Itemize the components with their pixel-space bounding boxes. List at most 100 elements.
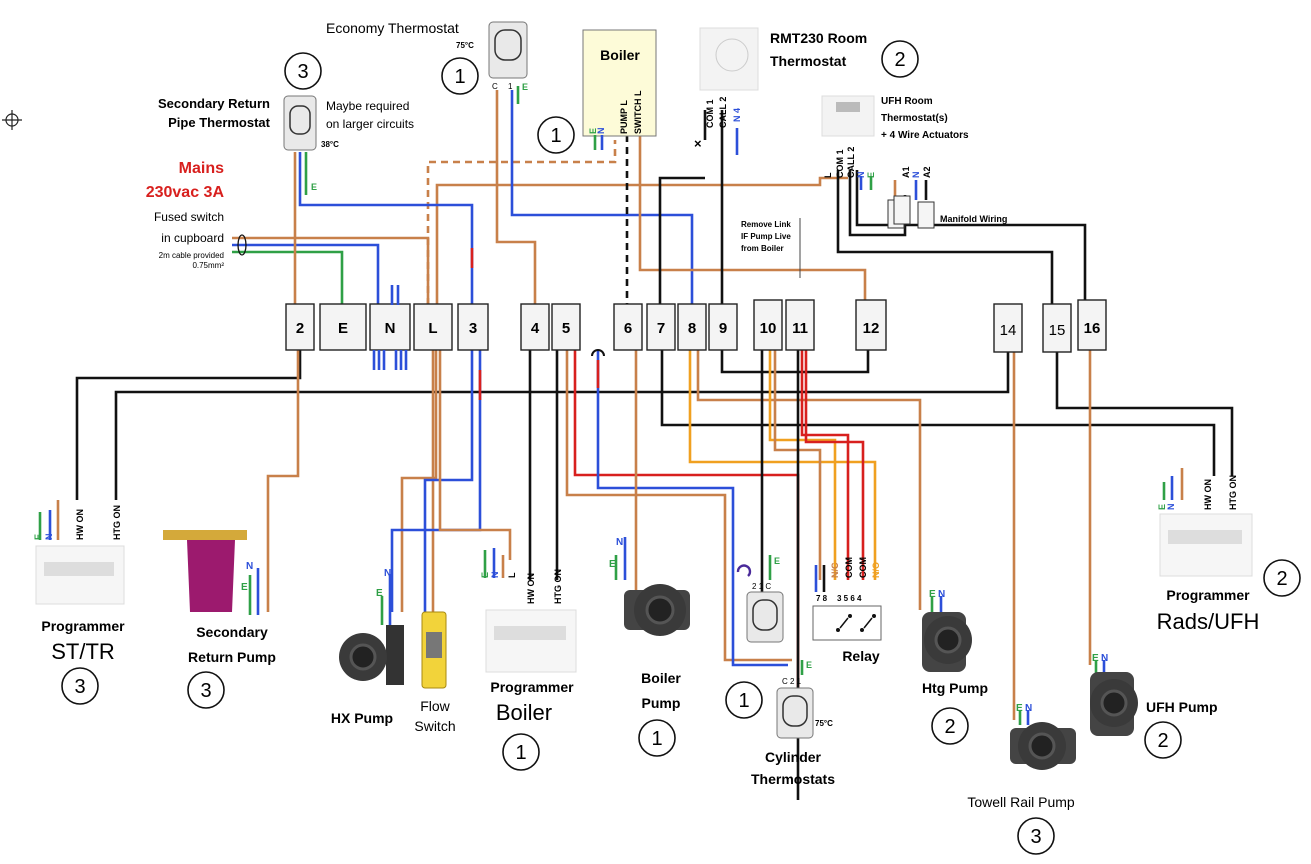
terminal-label: 4 (531, 320, 540, 337)
terminal-7 (646, 303, 676, 351)
programmer-st-tr: E N HW ON HTG ON Programmer ST/TR 3 (33, 500, 125, 705)
e-label: E (588, 128, 598, 134)
actuator (917, 201, 935, 229)
flow-switch-label-1: Flow (420, 698, 450, 714)
terminal-label: 12 (863, 320, 880, 337)
e-label: E (241, 582, 248, 593)
circuit-number-text: 2 (1157, 730, 1168, 752)
terminal-label: 2 (296, 320, 304, 337)
circuit-number-text: 3 (1030, 826, 1041, 848)
hw-on-label: HW ON (1203, 479, 1213, 510)
terminal-label: 15 (1049, 322, 1066, 339)
x-mark: × (694, 136, 702, 151)
temp-38: 38°C (321, 140, 339, 149)
ufh-label-1: UFH Room (881, 96, 933, 107)
earth-label: E (311, 182, 317, 192)
circuit-number-text: 3 (297, 61, 308, 83)
mains-supply: Mains 230vac 3A Fused switch in cupboard… (146, 160, 247, 270)
no-label: N/O (871, 562, 881, 578)
terminal-label: N (385, 320, 396, 337)
terminal-label: 7 (657, 320, 665, 337)
cable-sheath-icon (237, 234, 247, 256)
terminal-label: 6 (624, 320, 632, 337)
terminal-label: 5 (562, 320, 570, 337)
terminal-11 (785, 299, 815, 351)
circuit-number (1263, 559, 1301, 597)
programmer-sub-label: ST/TR (51, 639, 115, 664)
call2-label: CALL 2 (718, 97, 728, 128)
circuit-number-text: 1 (550, 125, 561, 147)
n-label: N (246, 561, 253, 572)
ufh-pump: E N UFH Pump 2 (1090, 653, 1218, 759)
cylinder-label-1: Cylinder (765, 749, 822, 765)
loop-link-icon (591, 349, 605, 357)
seventy8-label: 7 8 (816, 594, 828, 603)
circuit-number-text: 1 (515, 742, 526, 764)
c-terminal: C (492, 82, 498, 91)
programmer-boiler: E N L HW ON HTG ON Programmer Boiler 1 (480, 548, 577, 771)
thermostat-device (283, 95, 317, 151)
e-label: E (480, 572, 490, 578)
crosshair-icon (2, 110, 22, 130)
circuit-number (187, 671, 225, 709)
terminal-l (413, 303, 453, 351)
switch-l-label: SWITCH L (633, 90, 643, 134)
economy-thermostat-label: Economy Thermostat (326, 20, 459, 36)
terminal-12 (855, 299, 887, 351)
terminal-6 (613, 303, 643, 351)
ufh-thermostat-device (821, 95, 875, 137)
boiler: Boiler PUMP L SWITCH L N E 1 (537, 29, 657, 154)
secondary-pump-label-1: Secondary (196, 624, 268, 640)
circuit-number-text: 1 (738, 690, 749, 712)
com-label: COM (858, 557, 868, 578)
hx-pump: N E HX Pump (331, 568, 404, 726)
a2-label: A2 (922, 166, 932, 178)
flow-switch-label-2: Switch (414, 718, 455, 734)
circuit-number (881, 40, 919, 78)
fused-label-2: in cupboard (161, 231, 224, 245)
programmer-label: Programmer (41, 618, 125, 634)
secondary-return-label-2: Pipe Thermostat (168, 115, 271, 130)
thermostat-device (488, 21, 528, 79)
ufh-room-thermostat: UFH Room Thermostat(s) + 4 Wire Actuator… (821, 95, 1007, 229)
thermostat-dial-icon (289, 105, 311, 135)
e-label: E (806, 660, 812, 670)
terminal-8 (677, 303, 707, 351)
relay-label: Relay (842, 648, 880, 664)
thermostat-device (776, 687, 814, 739)
circuit-number (502, 733, 540, 771)
circuit-number (441, 57, 479, 95)
maybe-label-1: Maybe required (326, 99, 409, 113)
e-label: E (376, 588, 383, 599)
boiler-label: Boiler (600, 47, 640, 63)
programmer-rads-ufh: E N HW ON HTG ON Programmer Rads/UFH 2 (1157, 468, 1301, 634)
boiler-pump-label-1: Boiler (641, 670, 681, 686)
pump-l-label: PUMP L (619, 100, 629, 134)
n-label: N (384, 568, 391, 579)
terminal-15 (1042, 303, 1072, 353)
n-label: N (856, 172, 866, 179)
rmt-label-2: Thermostat (770, 53, 847, 69)
fused-label-1: Fused switch (154, 210, 224, 224)
terminal-5 (551, 303, 581, 351)
htg-pump: E N Htg Pump 2 (922, 589, 988, 745)
mains-label-2: 230vac 3A (146, 184, 225, 201)
thermostat-device (746, 591, 784, 643)
n-label: N (616, 537, 623, 548)
n4-label: N 4 (732, 108, 742, 122)
e-label: E (33, 534, 43, 540)
remove-link-3: from Boiler (741, 244, 784, 253)
e-label: E (1157, 504, 1167, 510)
n-label: N (911, 172, 921, 179)
htg-on-label: HTG ON (1228, 475, 1238, 510)
n-label: N (1025, 703, 1032, 714)
room-thermostat-device (699, 27, 759, 91)
secondary-return-label-1: Secondary Return (158, 96, 270, 111)
relay: N/C COM COM N/O 7 8 3 5 6 4 Relay (812, 557, 882, 664)
earth-label: E (522, 82, 528, 92)
circuit-number (931, 707, 969, 745)
ufh-label-3: + 4 Wire Actuators (881, 130, 969, 141)
remove-link-note: Remove Link IF Pump Live from Boiler (741, 218, 801, 278)
terminal-e (319, 303, 367, 351)
